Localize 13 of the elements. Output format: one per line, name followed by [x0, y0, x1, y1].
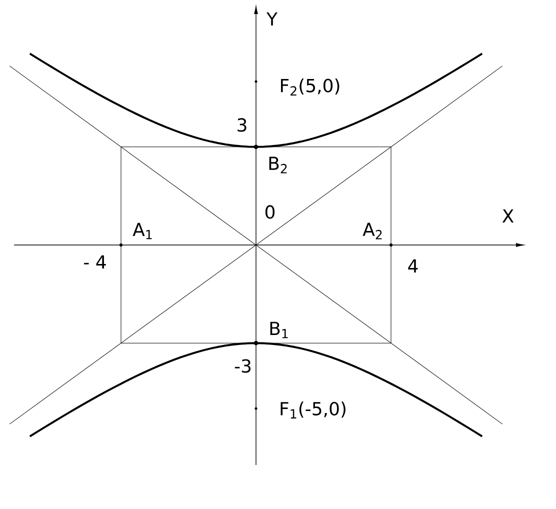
origin-label: 0	[265, 205, 275, 219]
point-label: A$_{2}$	[362, 222, 382, 240]
focus-label: F$_{1}$(-5,0)	[280, 402, 346, 418]
tick-label: 4	[408, 259, 418, 273]
point-label: B$_{1}$	[270, 322, 288, 338]
tick-label: 3	[238, 118, 246, 132]
axis-label: X	[502, 209, 514, 223]
tick-label: - 4	[84, 255, 106, 269]
axis-label: Y	[266, 12, 278, 26]
point-label: B$_{2}$	[269, 156, 287, 174]
tick-label: -3	[234, 359, 251, 373]
focus-label: F$_{2}$(5,0)	[281, 78, 340, 96]
point-label: A$_{1}$	[132, 222, 152, 240]
